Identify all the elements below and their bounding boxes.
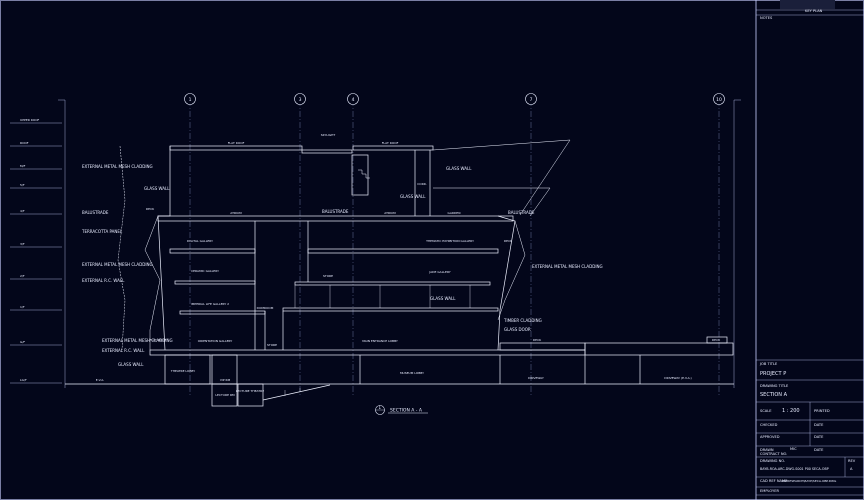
room-atrium-2: ATRIUM — [384, 211, 396, 215]
room-ceramic-gallery: CERAMIC GALLERY — [191, 269, 219, 273]
grid-label-7: 7 — [530, 97, 533, 103]
drawing-title: SECTION A — [760, 392, 788, 398]
note-mesh-cladding-2: EXTERNAL METAL MESH CLADDING — [82, 262, 153, 267]
printed-label: PRINTED — [814, 409, 830, 413]
approved-label: APPROVED — [760, 435, 780, 439]
level-2f: 2/F — [20, 274, 25, 278]
room-driveway-eva: DRIVEWAY (E.V.A.) — [664, 376, 691, 380]
job-title: PROJECT P — [760, 371, 787, 377]
level-3f: 3/F — [20, 242, 25, 246]
datum-lines — [58, 99, 741, 388]
checked-label: CHECKED — [760, 423, 778, 427]
room-driveway: DRIVEWAY — [528, 376, 544, 380]
section-mark-number: 1 — [379, 405, 382, 410]
note-mesh-cladding-3: EXTERNAL METAL MESH CLADDING — [532, 264, 603, 269]
grid-label-4: 4 — [352, 97, 355, 103]
note-rc-wall-2: EXTERNAL R.C. WALL — [102, 348, 145, 353]
room-store-1: STORE — [323, 274, 333, 278]
note-terracotta: TERRACOTTA PANEL — [81, 229, 123, 234]
room-theatre-lobby: THEATRE LOBBY — [170, 369, 195, 373]
drawn-value: MIC — [790, 447, 797, 451]
grid-label-1: 1 — [189, 97, 192, 103]
room-imperial-life-gallery: IMPERIAL LIFE GALLERY 2 — [191, 302, 229, 306]
title-block-lines — [756, 9, 864, 496]
room-lecture-rm: LECTURE RM — [215, 393, 235, 397]
room-lecture-theatre: LECTURE THEATRE — [236, 389, 264, 393]
employer-label: EMPLOYER — [760, 489, 780, 493]
cad-ref-value: PATRESEARCH\BAYP\SECA-OBP.DWG — [782, 479, 837, 483]
rev-value: A — [850, 467, 853, 471]
room-digital-gallery: DIGITAL GALLERY — [187, 239, 213, 243]
note-glass-wall-3: GLASS WALL — [400, 194, 426, 199]
room-corr: CORR. — [417, 182, 427, 186]
room-thematic-gallery: THEMATIC EXHIBITION GALLERY — [425, 239, 474, 243]
room-deck-2: DECK — [504, 239, 513, 243]
cad-ref-label: CAD REF NAME — [760, 479, 788, 483]
room-atrium-1: ATRIUM — [230, 211, 242, 215]
room-deck-4: DECK — [712, 338, 721, 342]
level-1f: 1/F — [20, 305, 25, 309]
notes-label: NOTES — [760, 16, 773, 20]
level-roof: ROOF — [20, 141, 29, 145]
note-glass-wall-5: GLASS WALL — [118, 362, 144, 367]
grid-label-3: 3 — [299, 97, 302, 103]
room-jade-gallery: JADE GALLERY — [428, 270, 451, 274]
level-4f: 4/F — [20, 209, 25, 213]
grid-bubbles — [184, 93, 725, 105]
room-garden: GARDEN — [448, 211, 461, 215]
room-orientation-gallery: ORIENTATION GALLERY — [198, 339, 233, 343]
note-glass-wall-1: GLASS WALL — [144, 186, 170, 191]
building-section — [65, 139, 734, 407]
scale-label: SCALE — [760, 409, 772, 413]
level-mf: M/F — [20, 164, 26, 168]
room-museum-lobby: MUSEUM LOBBY — [400, 371, 424, 375]
room-eva: E.V.A. — [96, 378, 104, 382]
room-deck-1: DECK — [146, 207, 155, 211]
drawing-no-label: DRAWING NO. — [760, 459, 786, 463]
room-flat-roof-1: FLAT ROOF — [228, 141, 245, 145]
approved-date-label: DATE — [814, 435, 824, 439]
level-marks — [10, 122, 62, 384]
rev-label: REV — [848, 459, 856, 463]
note-timber-cladding: TIMBER CLADDING — [503, 318, 542, 323]
drawn-date-label: DATE — [814, 448, 824, 452]
room-domroom: DOMROOM — [257, 306, 274, 310]
room-deck-3: DECK — [533, 338, 542, 342]
drawn-label: DRAWN — [760, 448, 774, 452]
level-upper-roof: UPPER ROOF — [20, 118, 40, 122]
level-5f: 5/F — [20, 183, 25, 187]
room-vip-rm: VIP RM — [220, 378, 231, 382]
note-glass-door: GLASS DOOR — [504, 327, 531, 332]
room-skylight: SKYLIGHT — [321, 133, 336, 137]
note-balustrade-2: BALUSTRADE — [322, 209, 349, 214]
note-balustrade-3: BALUSTRADE — [508, 210, 535, 215]
note-glass-wall-4: GLASS WALL — [430, 296, 456, 301]
scale-value: 1 : 200 — [782, 408, 800, 414]
drawing-no: BAYB-ROA-ARC-DWG-S001 P00 SECA-OBP — [760, 467, 829, 471]
note-mesh-cladding-4: EXTERNAL METAL MESH CLADDING — [102, 338, 173, 343]
note-mesh-cladding-1: EXTERNAL METAL MESH CLADDING — [82, 164, 153, 169]
logo-block — [780, 0, 835, 9]
drawing-title-label: DRAWING TITLE — [760, 384, 789, 388]
room-main-entrance-lobby: MAIN ENTRANCE LOBBY — [362, 339, 398, 343]
job-title-label: JOB TITLE — [760, 362, 778, 366]
note-rc-wall-1: EXTERNAL R.C. WALL — [82, 278, 125, 283]
note-balustrade-1: BALUSTRADE — [82, 210, 109, 215]
section-title-mark — [375, 405, 428, 415]
room-store-2: STORE — [267, 343, 277, 347]
checked-date-label: DATE — [814, 423, 824, 427]
section-title: SECTION A - A — [390, 408, 423, 414]
note-glass-wall-2: GLASS WALL — [446, 166, 472, 171]
room-flat-roof-2: FLAT ROOF — [382, 141, 399, 145]
contract-label: CONTRACT NO. — [760, 452, 788, 456]
grid-lines — [189, 100, 720, 395]
level-gf: G/F — [20, 340, 25, 344]
room-flat-roof-3: FLAT ROOF — [150, 338, 167, 342]
key-plan-label: KEY PLAN — [805, 9, 823, 13]
grid-label-10: 10 — [716, 97, 722, 103]
level-lgf: LG/F — [20, 378, 27, 382]
